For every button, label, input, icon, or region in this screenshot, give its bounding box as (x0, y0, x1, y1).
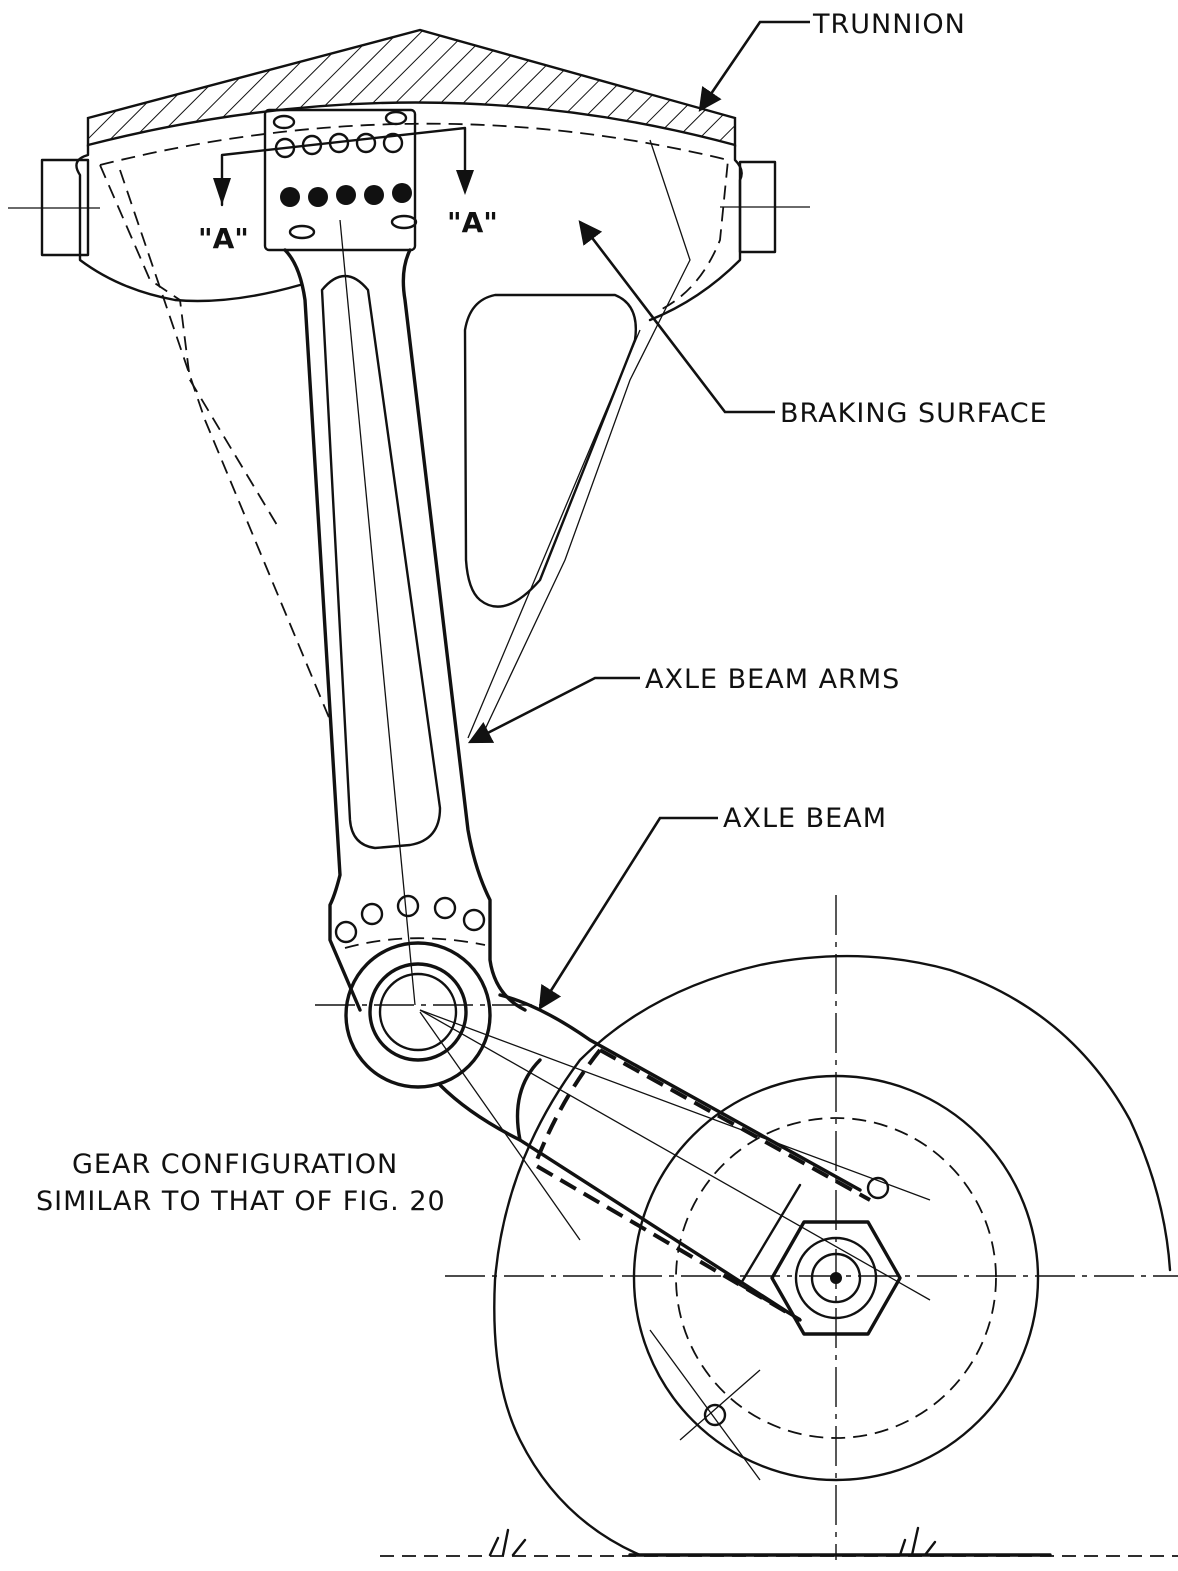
label-gear-config-line2: SIMILAR TO THAT OF FIG. 20 (36, 1186, 446, 1217)
slot-icon (288, 224, 316, 240)
label-gear-config-line1: GEAR CONFIGURATION (72, 1149, 398, 1180)
bolted-mounting-plate (263, 108, 418, 252)
braking-surface-dashed-outline (99, 122, 729, 531)
bolt-icon (364, 185, 384, 205)
left-trunnion-stub (40, 158, 90, 257)
section-marker-right: "A" (447, 206, 498, 239)
arm-outline (283, 248, 527, 1012)
braking-surface-leader (578, 220, 775, 414)
trunnion-hatched-cap (86, 28, 737, 147)
label-axle-beam: AXLE BEAM (723, 803, 887, 834)
label-trunnion: TRUNNION (812, 9, 966, 40)
trunnion-housing (75, 143, 743, 322)
bolt-icon (355, 132, 377, 154)
mounting-plate (263, 108, 417, 252)
section-marker-left: "A" (198, 222, 249, 255)
callouts (467, 20, 810, 1010)
braking-surface-sweep-right (479, 139, 691, 741)
slot-icon (384, 110, 408, 126)
braking-surface-sweep-left (119, 169, 331, 721)
pivot-outer-boss (344, 941, 492, 1089)
rear-arm-outline (463, 293, 637, 608)
trunnion-assembly (8, 28, 810, 741)
axle-beam-arm (283, 219, 641, 1012)
arm-centerline (339, 219, 416, 1006)
section-arrow-right-icon (456, 170, 474, 195)
arm-lightening-slot (320, 274, 442, 850)
ground (380, 1526, 1178, 1557)
wheel-bolt-icon (866, 1176, 890, 1200)
grass-tuft-icon (488, 1528, 527, 1557)
tire-outer (493, 954, 1172, 1557)
axle-beam-edge-line (419, 1009, 931, 1201)
grass-tuft-icon (898, 1526, 937, 1557)
axle-beam (419, 993, 931, 1322)
trunnion-leader (698, 20, 810, 112)
bolt-icon (308, 187, 328, 207)
bolt-icon (360, 902, 384, 926)
wheel-radial-line-2 (679, 1369, 761, 1441)
axle-beam-leader (538, 816, 718, 1010)
axle-beam-hidden-edges (532, 1048, 871, 1322)
bolt-row-lower (280, 183, 412, 207)
label-braking-surface: BRAKING SURFACE (780, 398, 1048, 429)
lower-block-dashed-line (344, 937, 486, 949)
pivot-joint (315, 941, 540, 1089)
lower-bolt-row (334, 894, 486, 944)
wheel-bolt-icon (703, 1403, 727, 1427)
slot-icon (390, 214, 418, 230)
axle-beam-sleeve (738, 1183, 802, 1322)
axle-beam-edge-line-2 (419, 1011, 581, 1241)
bolt-icon (396, 894, 420, 918)
axle-beam-end-cap (515, 1058, 542, 1142)
section-a-a: "A" "A" (198, 126, 498, 255)
pivot-ring (368, 962, 468, 1062)
wheel (445, 895, 1178, 1560)
wheel-radial-line (649, 1329, 761, 1481)
bolt-icon (334, 920, 358, 944)
label-axle-beam-arms: AXLE BEAM ARMS (645, 664, 900, 695)
pivot-bore (378, 972, 458, 1052)
bolt-icon (433, 896, 457, 920)
axle-beam-arms-leader (467, 676, 640, 744)
right-trunnion-stub (738, 160, 777, 254)
bolt-icon (382, 132, 404, 154)
rear-arm-edge (467, 329, 641, 739)
bolt-icon (392, 183, 412, 203)
section-arrow-left-icon (213, 178, 231, 205)
axle-nut-hex (770, 1220, 902, 1336)
bolt-icon (280, 187, 300, 207)
slot-icon (272, 114, 296, 130)
bolt-icon (336, 185, 356, 205)
bolt-icon (462, 908, 486, 932)
